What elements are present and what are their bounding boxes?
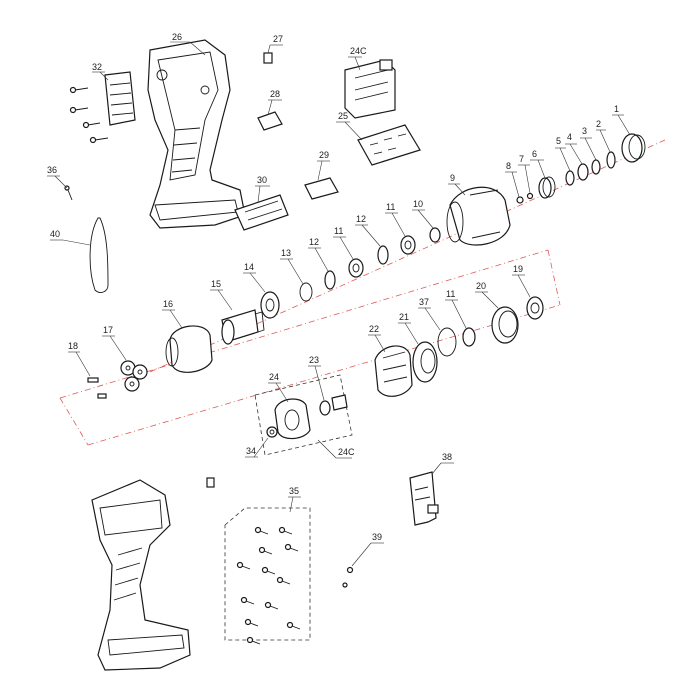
part-32-contact-block <box>104 71 136 126</box>
part-17-planet-gears <box>120 360 148 392</box>
axis-join-left <box>59 397 89 446</box>
label-27: 26 <box>172 32 182 42</box>
part-29-bracket <box>257 111 283 131</box>
label-30: 29 <box>319 150 329 160</box>
part-12-washer <box>377 245 389 265</box>
label-23: 23 <box>309 355 319 365</box>
part-23-rotor <box>319 394 348 416</box>
label-26: 25 <box>338 111 348 121</box>
label-8: 8 <box>506 161 511 171</box>
part-8 <box>516 196 524 204</box>
part-18-pins <box>87 377 107 399</box>
label-12a: 12 <box>356 214 366 224</box>
label-2: 2 <box>596 119 601 129</box>
label-34: 34 <box>246 446 256 456</box>
part-11-washer <box>400 235 416 255</box>
label-19: 19 <box>513 264 523 274</box>
part-20-ring-gear <box>491 306 519 344</box>
part-5-ring <box>565 170 575 186</box>
label-32: 32 <box>92 62 102 72</box>
part-25-switch <box>344 59 396 119</box>
label-18: 18 <box>68 341 78 351</box>
screws-left <box>69 86 109 144</box>
label-38: 38 <box>442 452 452 462</box>
motor-group-box <box>254 374 353 456</box>
label-20: 20 <box>476 281 486 291</box>
label-11b: 11 <box>334 226 343 236</box>
part-38-bracket <box>409 471 439 526</box>
part-30-module <box>304 177 339 200</box>
part-37-oring <box>437 327 457 357</box>
label-6: 6 <box>532 149 537 159</box>
label-36: 36 <box>47 165 57 175</box>
part-13-circlip <box>299 282 313 302</box>
part-36-screw <box>64 185 73 201</box>
label-11c: 11 <box>446 289 455 299</box>
part-10-washer <box>429 227 441 243</box>
label-3: 3 <box>582 126 587 136</box>
label-24: 24 <box>269 372 279 382</box>
label-17: 17 <box>103 325 113 335</box>
part-2-ring <box>606 151 616 169</box>
part-12-washer-b <box>324 270 336 290</box>
part-22-motor-mount <box>374 345 413 397</box>
part-4-ring <box>577 163 589 181</box>
axis-lower <box>59 249 549 399</box>
part-11-washer-c <box>462 327 476 347</box>
label-22: 22 <box>369 324 379 334</box>
part-40-lanyard <box>89 217 109 293</box>
screw-set-35 <box>236 526 301 645</box>
part-26-control-board <box>357 124 421 166</box>
label-37: 37 <box>419 297 429 307</box>
label-4: 4 <box>567 132 572 142</box>
part-1-sleeve <box>621 133 646 163</box>
label-9: 9 <box>450 173 455 183</box>
label-7: 7 <box>519 154 524 164</box>
label-31: 30 <box>257 175 267 185</box>
label-21: 21 <box>399 312 409 322</box>
label-11a: 11 <box>386 202 395 212</box>
part-39-screw <box>342 566 354 588</box>
housing-right-half <box>91 479 191 671</box>
label-1: 1 <box>614 104 619 114</box>
part-15-spindle <box>221 309 265 345</box>
part-6-spring <box>538 176 556 199</box>
label-39: 39 <box>372 532 382 542</box>
part-19-washer <box>526 296 544 320</box>
part-9-gear-housing <box>446 186 511 246</box>
part-34-nut <box>266 426 278 438</box>
label-13: 13 <box>281 248 291 258</box>
axis-join-right <box>547 249 561 306</box>
label-25: 24C <box>350 46 367 56</box>
label-24c: 24C <box>338 447 355 457</box>
part-3-ring <box>591 159 601 175</box>
screw-group-box <box>224 507 311 641</box>
part-7 <box>526 192 534 200</box>
part-16-hammer <box>165 325 213 373</box>
label-5: 5 <box>556 136 561 146</box>
assembly-axes <box>59 139 666 446</box>
part-31-plate <box>234 194 289 231</box>
part-21-gear-plate <box>412 341 438 383</box>
part-28-clip <box>263 52 273 64</box>
label-14: 14 <box>244 262 254 272</box>
small-clip <box>206 477 215 488</box>
label-35: 35 <box>289 486 299 496</box>
label-15: 15 <box>211 279 221 289</box>
housing-left-half <box>147 39 246 229</box>
label-12b: 12 <box>309 237 319 247</box>
part-11-washer-b <box>348 258 364 278</box>
label-10: 10 <box>413 199 423 209</box>
axis-lower-2 <box>87 304 561 446</box>
label-28: 27 <box>273 34 283 44</box>
label-29: 28 <box>270 89 280 99</box>
label-16: 16 <box>163 299 173 309</box>
part-24-stator <box>274 398 311 440</box>
label-40: 40 <box>50 229 60 239</box>
callout-labels: 26 27 32 24C 28 25 29 30 36 40 1 2 3 4 5… <box>47 32 631 567</box>
part-14-washer <box>260 291 280 319</box>
